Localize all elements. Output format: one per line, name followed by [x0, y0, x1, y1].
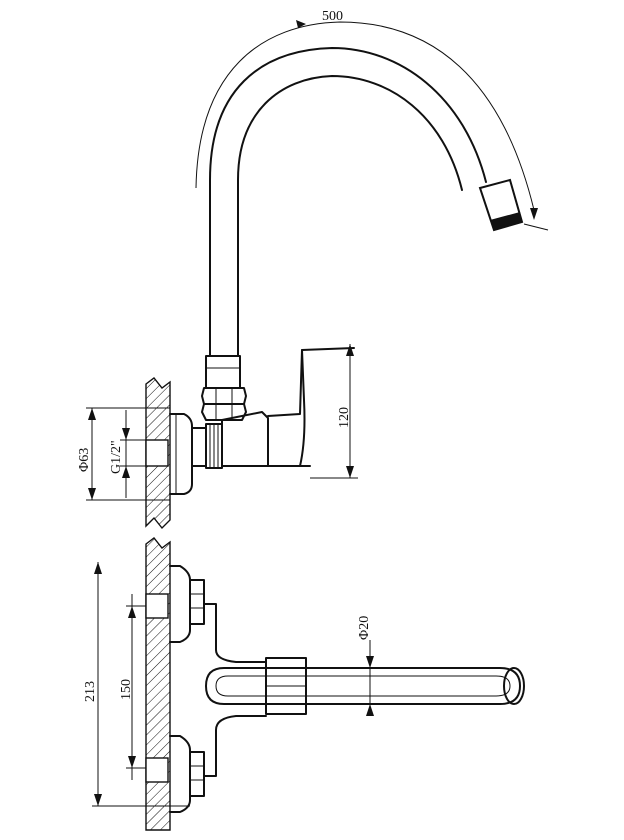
- dimension-total-height: 213: [83, 562, 190, 807]
- body-height-label: 120: [337, 407, 352, 428]
- wall-section-bottom: [145, 537, 171, 831]
- dimension-inlet-spacing: 150: [119, 594, 146, 780]
- inlet-spacing-label: 150: [119, 679, 134, 700]
- spout-base-nut: [201, 355, 247, 421]
- dimension-flange-diameter: Φ63: [77, 407, 170, 501]
- thread-size-label: G1/2": [109, 440, 124, 474]
- wall-flange-top: [169, 413, 207, 495]
- front-view: Φ20 213 150: [83, 537, 525, 831]
- dimension-spout-reach: 500: [195, 9, 549, 231]
- mixer-body-side: [221, 347, 355, 467]
- lower-inlet-flange: [169, 735, 205, 813]
- spout-diameter-label: Φ20: [357, 616, 372, 640]
- dimension-spout-diameter: Φ20: [357, 616, 374, 716]
- spout-aerator: [478, 178, 524, 232]
- spout-reach-label: 500: [322, 9, 343, 24]
- mixer-body-front: [203, 603, 307, 777]
- connector-nut: [205, 423, 223, 469]
- total-height-label: 213: [83, 681, 98, 702]
- swan-neck-spout: [209, 47, 487, 357]
- dimension-body-height: 120: [310, 344, 358, 479]
- side-view: 500 120 Φ63 G1/2": [77, 9, 549, 530]
- flange-diameter-label: Φ63: [77, 448, 92, 472]
- wall-section-top: [145, 377, 171, 530]
- spout-front: [205, 667, 525, 705]
- dimension-thread-size: G1/2": [109, 410, 146, 498]
- upper-inlet-flange: [169, 565, 205, 643]
